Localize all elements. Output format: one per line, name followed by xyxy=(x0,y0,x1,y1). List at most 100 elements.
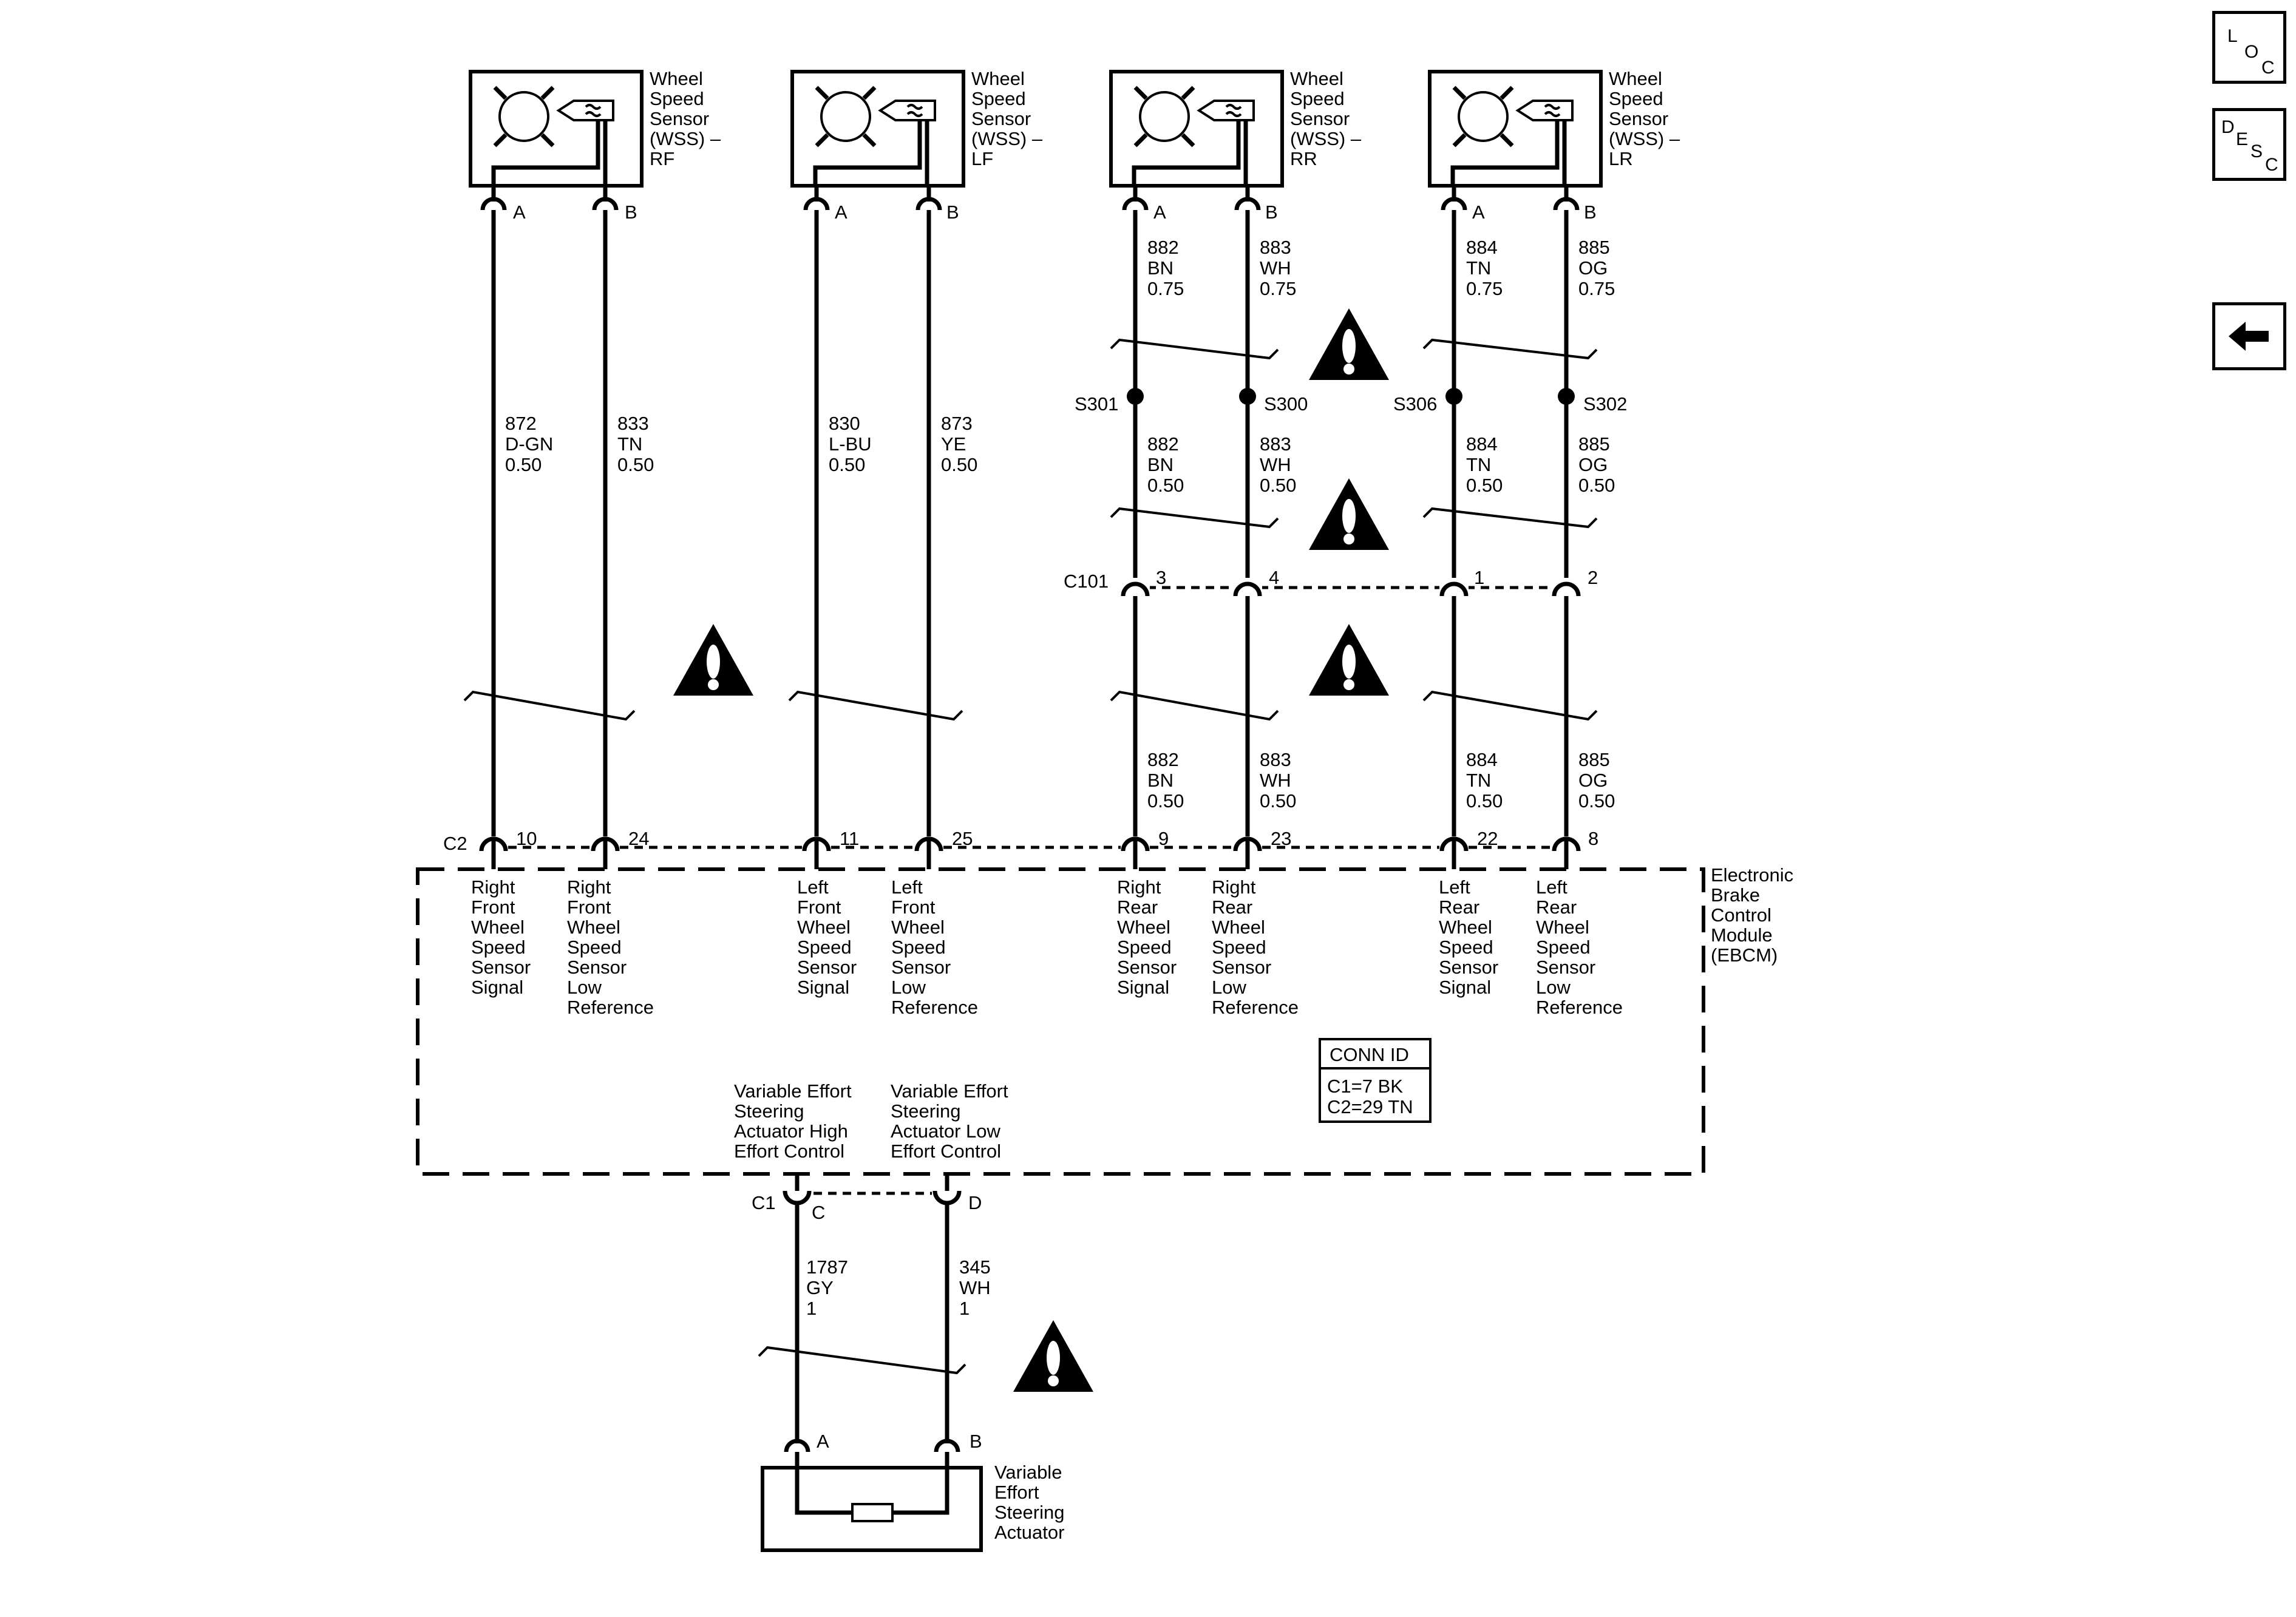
wire-label-line: 883 xyxy=(1260,237,1291,258)
sensor-wheel-tooth xyxy=(862,86,877,100)
wire-label-line: 884 xyxy=(1466,749,1498,770)
sensor-pin-a: A xyxy=(1153,202,1166,223)
steering-signal-label-line: Steering xyxy=(891,1100,960,1122)
ebcm-signal-label-line: Front xyxy=(797,897,841,918)
wire-label-line: D-GN xyxy=(505,433,553,455)
ebcm-signal-label-line: Reference xyxy=(891,997,978,1018)
c2-terminal xyxy=(914,836,943,852)
conn-id-line: C2=29 TN xyxy=(1327,1096,1413,1117)
c2-terminal xyxy=(1121,836,1150,852)
sensor-name-line: (WSS) – xyxy=(1609,128,1680,149)
sensor-pickup-icon xyxy=(1515,100,1574,121)
splice-dot xyxy=(1445,388,1462,405)
sensor-name-line: Speed xyxy=(1609,88,1663,109)
caution-triangle-icon xyxy=(1309,478,1389,550)
c2-pin: 25 xyxy=(952,828,973,849)
wire-label-line: 0.75 xyxy=(1578,278,1615,299)
conn-id-title: CONN ID xyxy=(1330,1044,1409,1065)
harness-break-mark xyxy=(1422,507,1598,529)
ebcm-signal-label-line: Low xyxy=(891,977,926,998)
caution-exclamation-bar xyxy=(1342,645,1356,679)
c101-pin: 2 xyxy=(1588,567,1598,588)
ebcm-signal-label-line: Speed xyxy=(797,937,852,958)
sensor-pin-b: B xyxy=(1265,202,1278,223)
connector-terminal xyxy=(1122,197,1149,211)
ebcm-signal-label-line: Signal xyxy=(471,977,523,998)
connector-terminal xyxy=(803,197,830,211)
ebcm-signal-label-line: Signal xyxy=(1117,977,1169,998)
c2-terminal xyxy=(802,836,831,852)
sensor-wheel-tooth xyxy=(862,133,877,147)
steering-signal-label-line: Actuator High xyxy=(734,1120,848,1142)
wire-label-line: TN xyxy=(1466,770,1491,791)
ebcm-signal-label-line: Right xyxy=(1212,876,1256,898)
ebcm-outline xyxy=(416,867,1705,1176)
wire-label-line: BN xyxy=(1147,257,1173,279)
wire-label-line: 1787 xyxy=(806,1256,848,1278)
wire-label-line: 0.50 xyxy=(1578,475,1615,496)
wire-label-line: 0.75 xyxy=(1466,278,1503,299)
caution-exclamation-dot xyxy=(1343,534,1354,544)
sensor-name-line: Speed xyxy=(650,88,704,109)
sensor-name-line: RF xyxy=(650,148,674,169)
actuator-terminal xyxy=(784,1439,810,1453)
connector-terminal xyxy=(592,197,619,211)
ebcm-name-line: Control xyxy=(1711,904,1771,926)
harness-break-mark xyxy=(1110,338,1279,360)
connector-terminal xyxy=(1234,197,1261,211)
actuator-pin-b: B xyxy=(970,1431,982,1452)
wire-label-line: 345 xyxy=(959,1256,991,1278)
wire-label-line: 882 xyxy=(1147,237,1179,258)
ebcm-signal-label-line: Reference xyxy=(1536,997,1623,1018)
description-button[interactable]: D E S C xyxy=(2212,108,2286,181)
sensor-name-line: Wheel xyxy=(650,68,703,89)
caution-exclamation-bar xyxy=(1047,1341,1060,1375)
caution-exclamation-bar xyxy=(707,645,720,679)
sensor-name-line: RR xyxy=(1290,148,1317,169)
c101-label: C101 xyxy=(1064,571,1109,592)
sensor-wheel-tooth xyxy=(1452,133,1467,147)
wire-label-line: 0.50 xyxy=(829,454,865,475)
sensor-wheel-tooth xyxy=(1500,86,1514,100)
ebcm-signal-label-line: Sensor xyxy=(891,957,951,978)
steering-signal-label-line: Variable Effort xyxy=(734,1080,852,1102)
location-button[interactable]: L O C xyxy=(2212,11,2286,84)
caution-exclamation-bar xyxy=(1342,329,1356,363)
sensor-pin-a: A xyxy=(513,202,526,223)
wire-label-line: 884 xyxy=(1466,433,1498,455)
ebcm-signal-label-line: Wheel xyxy=(471,917,525,938)
actuator-name-line: Variable xyxy=(994,1462,1062,1483)
wire-label-line: OG xyxy=(1578,257,1608,279)
sensor-wheel-tooth xyxy=(1133,86,1148,100)
c1-pin: D xyxy=(968,1192,982,1213)
wire-label-line: OG xyxy=(1578,454,1608,475)
wire-label-line: 0.50 xyxy=(505,454,542,475)
steering-signal-label-line: Actuator Low xyxy=(891,1120,1001,1142)
ebcm-signal-label-line: Left xyxy=(1439,876,1470,898)
sensor-wheel-tooth xyxy=(1181,86,1195,100)
conn-id-box xyxy=(1319,1038,1432,1123)
ebcm-signal-label-line: Wheel xyxy=(797,917,851,938)
wire-label-line: 0.50 xyxy=(1466,475,1503,496)
connector-terminal xyxy=(915,197,942,211)
sensor-pickup-icon xyxy=(556,100,614,121)
caution-exclamation-dot xyxy=(1343,679,1354,690)
harness-break-mark xyxy=(1110,507,1279,529)
desc-letter-e: E xyxy=(2236,129,2249,149)
wire-label-line: 883 xyxy=(1260,433,1291,455)
sensor-wheel-tooth xyxy=(540,86,555,100)
ebcm-signal-label-line: Speed xyxy=(1439,937,1493,958)
wire-label-line: TN xyxy=(617,433,642,455)
splice-dot xyxy=(1127,388,1144,405)
ebcm-signal-label-line: Front xyxy=(891,897,936,918)
c101-terminal xyxy=(1233,581,1262,597)
connector-terminal xyxy=(480,197,507,211)
sensor-wheel-icon xyxy=(820,91,871,142)
back-button[interactable] xyxy=(2212,302,2286,370)
wire-label-line: 885 xyxy=(1578,237,1610,258)
harness-break-mark xyxy=(1422,338,1598,360)
wire-label-line: BN xyxy=(1147,454,1173,475)
c2-terminal xyxy=(1233,836,1262,852)
harness-break-mark xyxy=(1110,690,1279,721)
ebcm-signal-label-line: Wheel xyxy=(1439,917,1492,938)
